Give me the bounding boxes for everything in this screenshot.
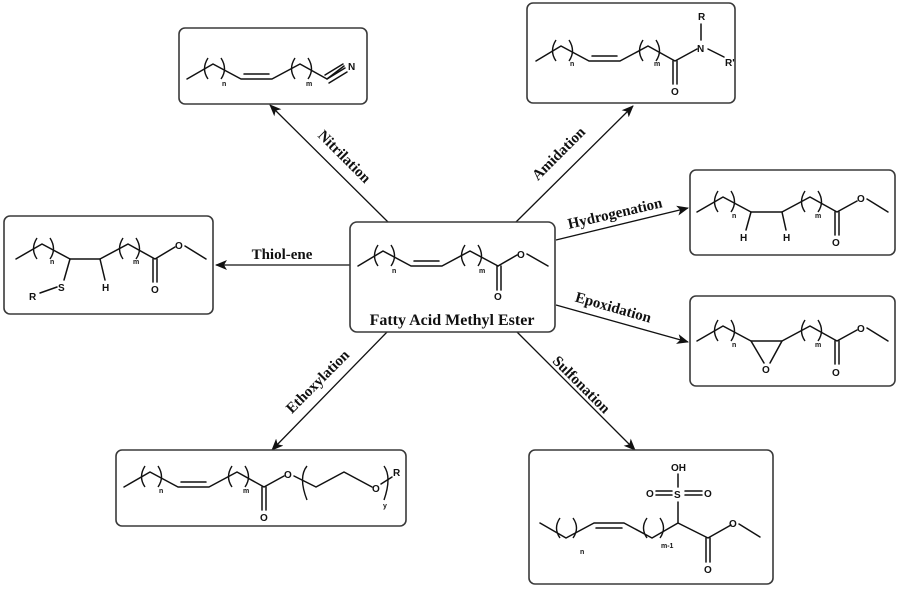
label-thiol-ene: Thiol-ene [252,247,313,263]
atom-ester-o: O [284,470,292,481]
subscript-m: m [306,81,312,88]
atom-ester-o: O [517,250,525,261]
atom-oh: OH [671,463,686,474]
atom-n: N [348,62,355,73]
atom-ester-o: O [857,324,865,335]
subscript-n: n [392,268,396,275]
atom-r: R [29,292,37,303]
atom-r-prime: R' [725,58,735,69]
arrows [215,104,689,451]
atom-h: H [783,233,790,244]
arrow-ethoxylation [271,330,389,451]
atom-o: O [671,87,679,98]
atom-carbonyl-o: O [494,292,502,303]
atom-epoxide-o: O [762,365,770,376]
subscript-n: n [732,213,736,220]
atom-ether-o: O [372,484,380,495]
arrow-amidation [515,105,634,223]
atom-h: H [102,283,109,294]
subscript-n: n [580,549,584,556]
arrow-sulfonation [515,330,636,451]
subscript-m: m [654,61,660,68]
product-amide-box: n m O N R R' [526,2,736,104]
atom-carbonyl-o: O [260,513,268,524]
product-nitrile-box: n m N [178,27,368,105]
atom-r: R [698,12,706,23]
atom-ester-o: O [857,194,865,205]
arrow-hydrogenation [555,205,689,241]
subscript-n: n [222,81,226,88]
label-sulfonation: Sulfonation [549,353,613,417]
atom-sulfonyl-o: O [646,489,654,500]
fame-structure: n m O O [357,244,549,303]
atom-carbonyl-o: O [832,238,840,249]
atom-carbonyl-o: O [832,368,840,379]
subscript-y: y [383,503,387,510]
atom-h: H [740,233,747,244]
product-sulfonate-box: n m-1 S OH O O O O [528,449,774,585]
center-fame-box: n m O O Fatty Acid Methyl Ester [349,221,556,333]
label-hydrogenation: Hydrogenation [566,195,664,232]
atom-ester-o: O [175,241,183,252]
subscript-m: m [133,259,139,266]
subscript-n: n [570,61,574,68]
subscript-m: m [815,213,821,220]
subscript-m: m [243,488,249,495]
center-title: Fatty Acid Methyl Ester [370,312,535,329]
atom-s: S [674,490,681,501]
atom-r: R [393,468,401,479]
atom-carbonyl-o: O [151,285,159,296]
subscript-m: m [815,342,821,349]
subscript-m-minus-1: m-1 [661,543,674,550]
label-ethoxylation: Ethoxylation [283,347,353,417]
product-hydrogenated-box: n m H H O O [689,169,896,256]
product-epoxide-box: O n m O O [689,295,896,387]
arrow-epoxidation [555,304,689,344]
atom-s: S [58,283,65,294]
arrow-nitrilation [269,104,389,223]
label-amidation: Amidation [529,124,589,184]
atom-n: N [697,44,704,55]
subscript-n: n [732,342,736,349]
atom-sulfonyl-o: O [704,489,712,500]
product-thioether-box: n m S R H O O [3,215,214,315]
atom-ester-o: O [729,519,737,530]
subscript-n: n [159,488,163,495]
atom-carbonyl-o: O [704,565,712,576]
subscript-n: n [50,259,54,266]
subscript-m: m [479,268,485,275]
product-ethoxylate-box: n m O O O y R [115,449,407,527]
